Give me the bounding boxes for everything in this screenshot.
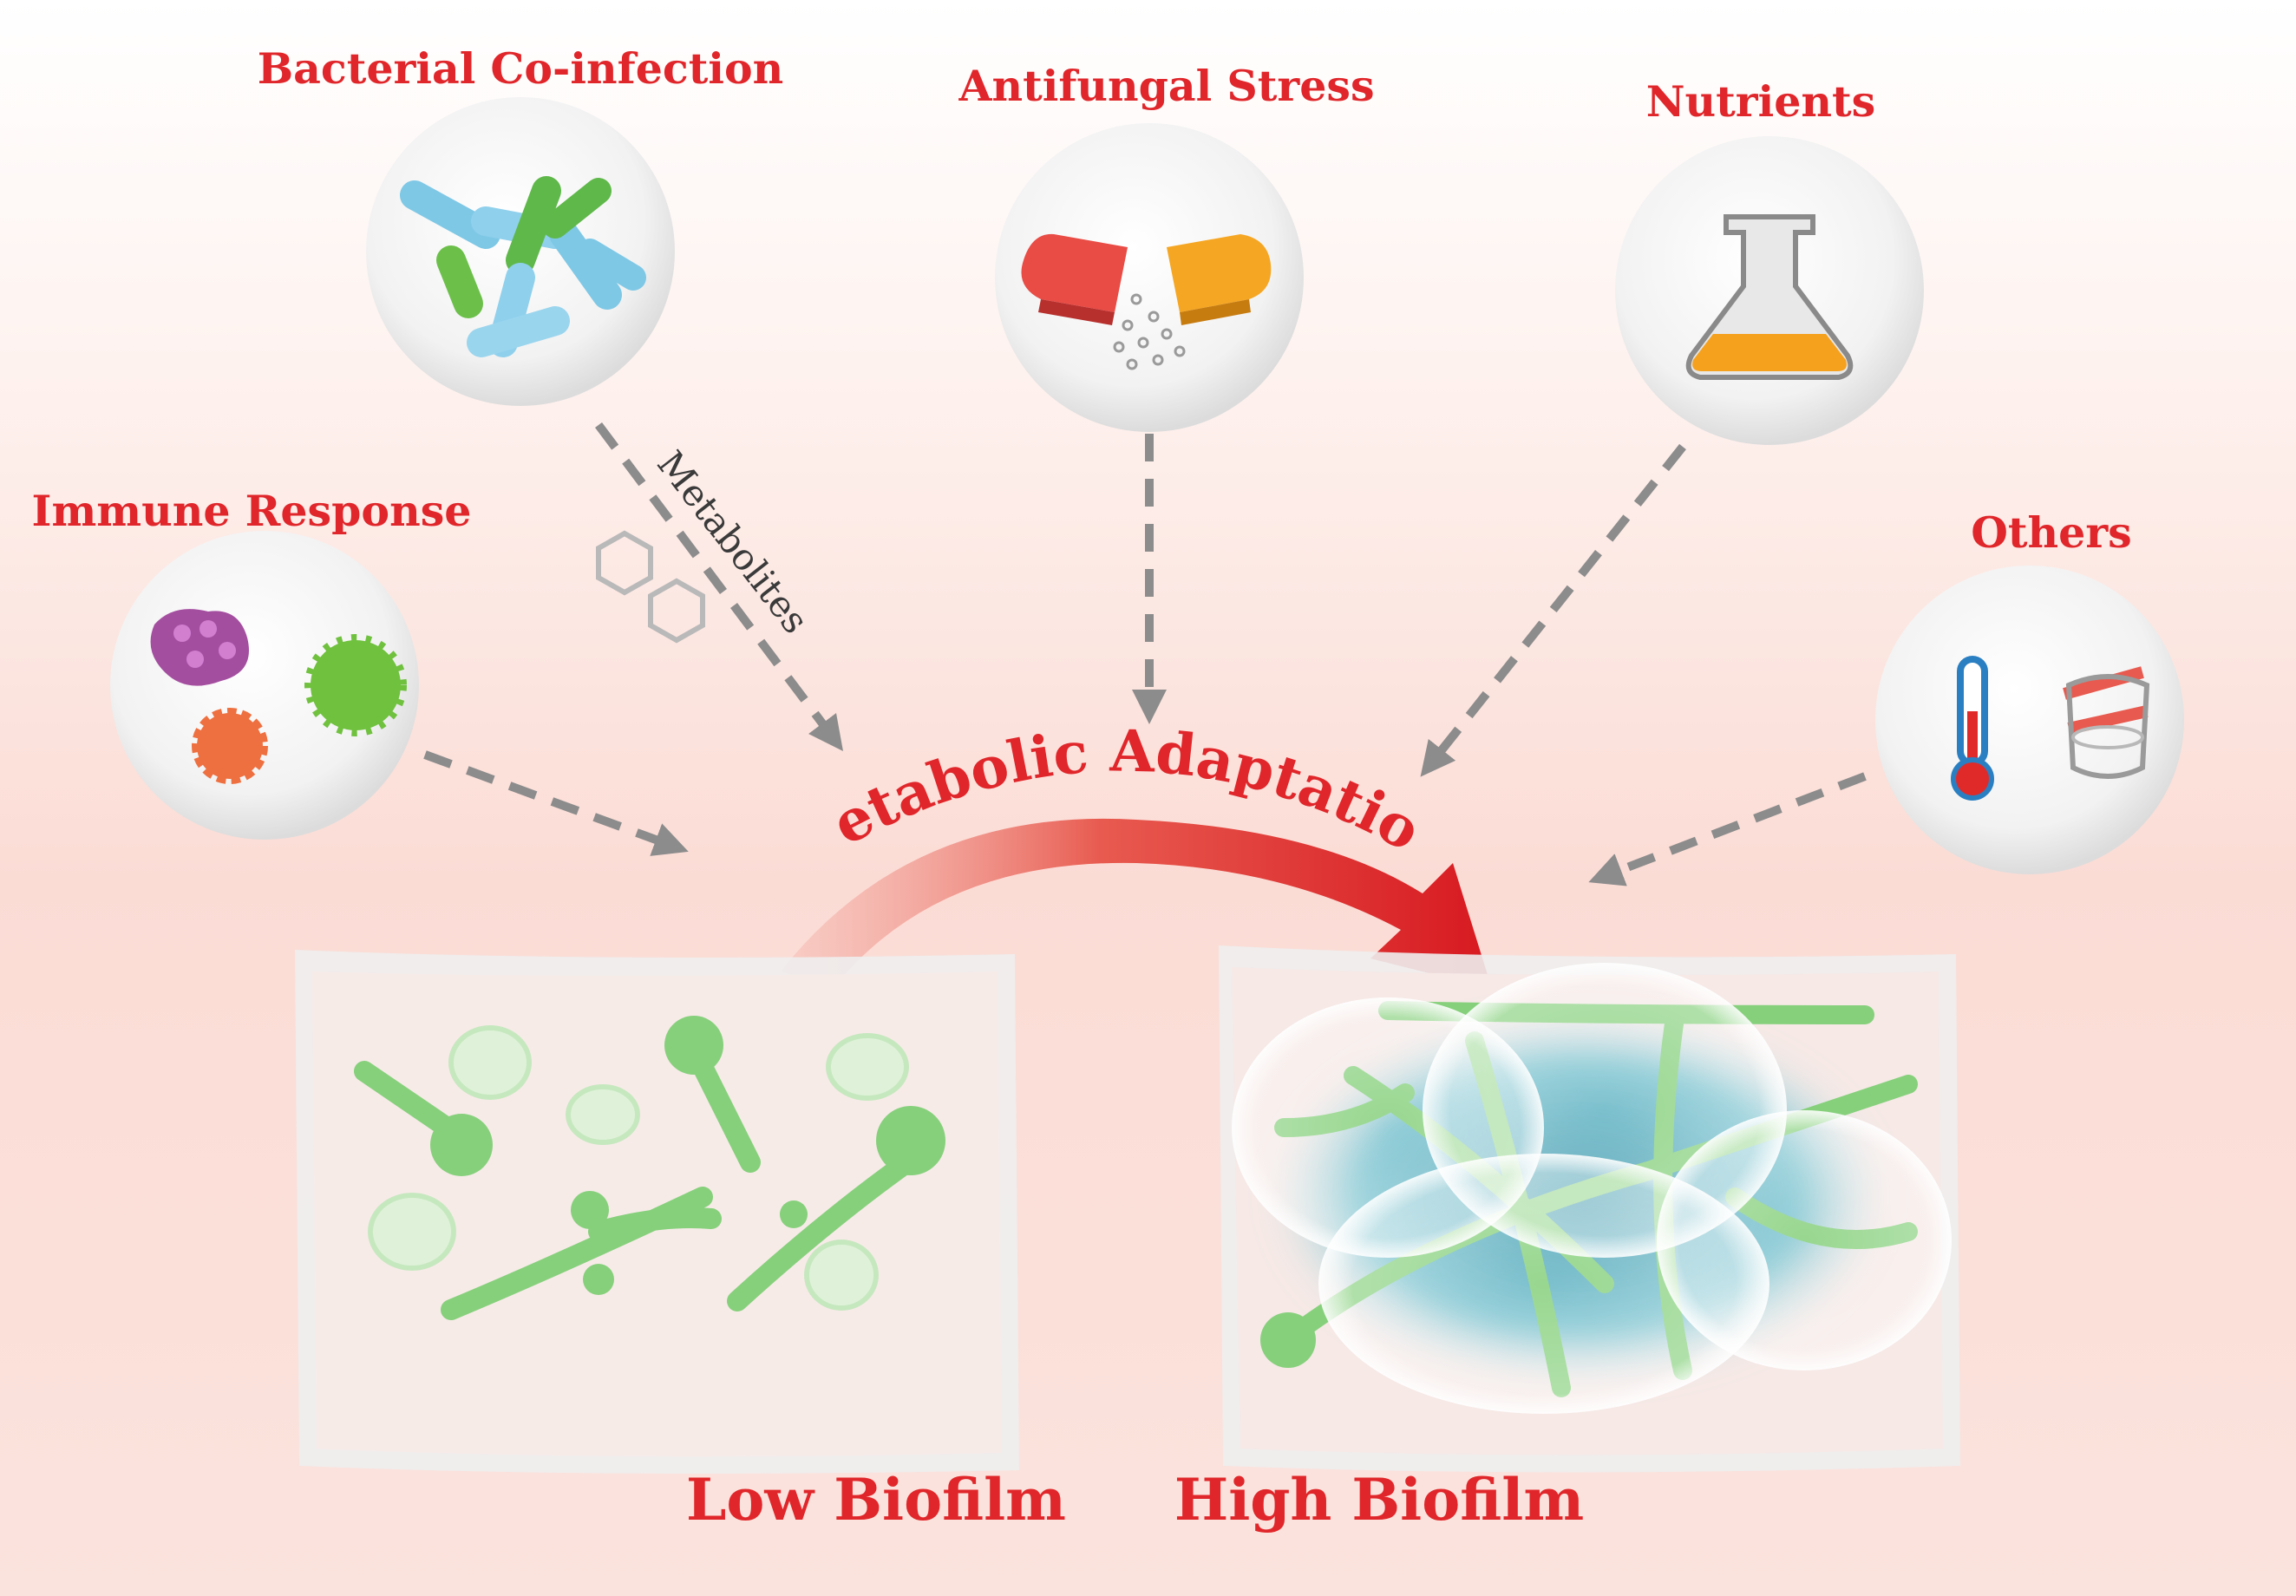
- high-biofilm-panel: [1219, 945, 1960, 1473]
- label-low-biofilm: Low Biofilm: [686, 1466, 1066, 1534]
- immune-cells-icon: [110, 531, 419, 840]
- pill-icon: [995, 123, 1304, 432]
- molecule-icon: [596, 530, 705, 644]
- label-immune-response: Immune Response: [31, 486, 472, 536]
- label-metabolic-adaptation: Metabolic Adaptation: [0, 0, 1432, 865]
- adaptation-arrow: [781, 818, 1492, 989]
- bacteria-icon: [366, 97, 675, 406]
- label-bacterial-co-infection: Bacterial Co-infection: [257, 43, 784, 94]
- label-antifungal-stress: Antifungal Stress: [958, 61, 1375, 111]
- low-biofilm-panel: [295, 950, 1019, 1474]
- influence-arrows: [423, 422, 1867, 886]
- label-nutrients: Nutrients: [1645, 76, 1876, 127]
- label-high-biofilm: High Biofilm: [1174, 1466, 1585, 1534]
- label-others: Others: [1971, 507, 2132, 558]
- thermometer-icon: [1875, 566, 2184, 874]
- flask-icon: [1615, 136, 1924, 445]
